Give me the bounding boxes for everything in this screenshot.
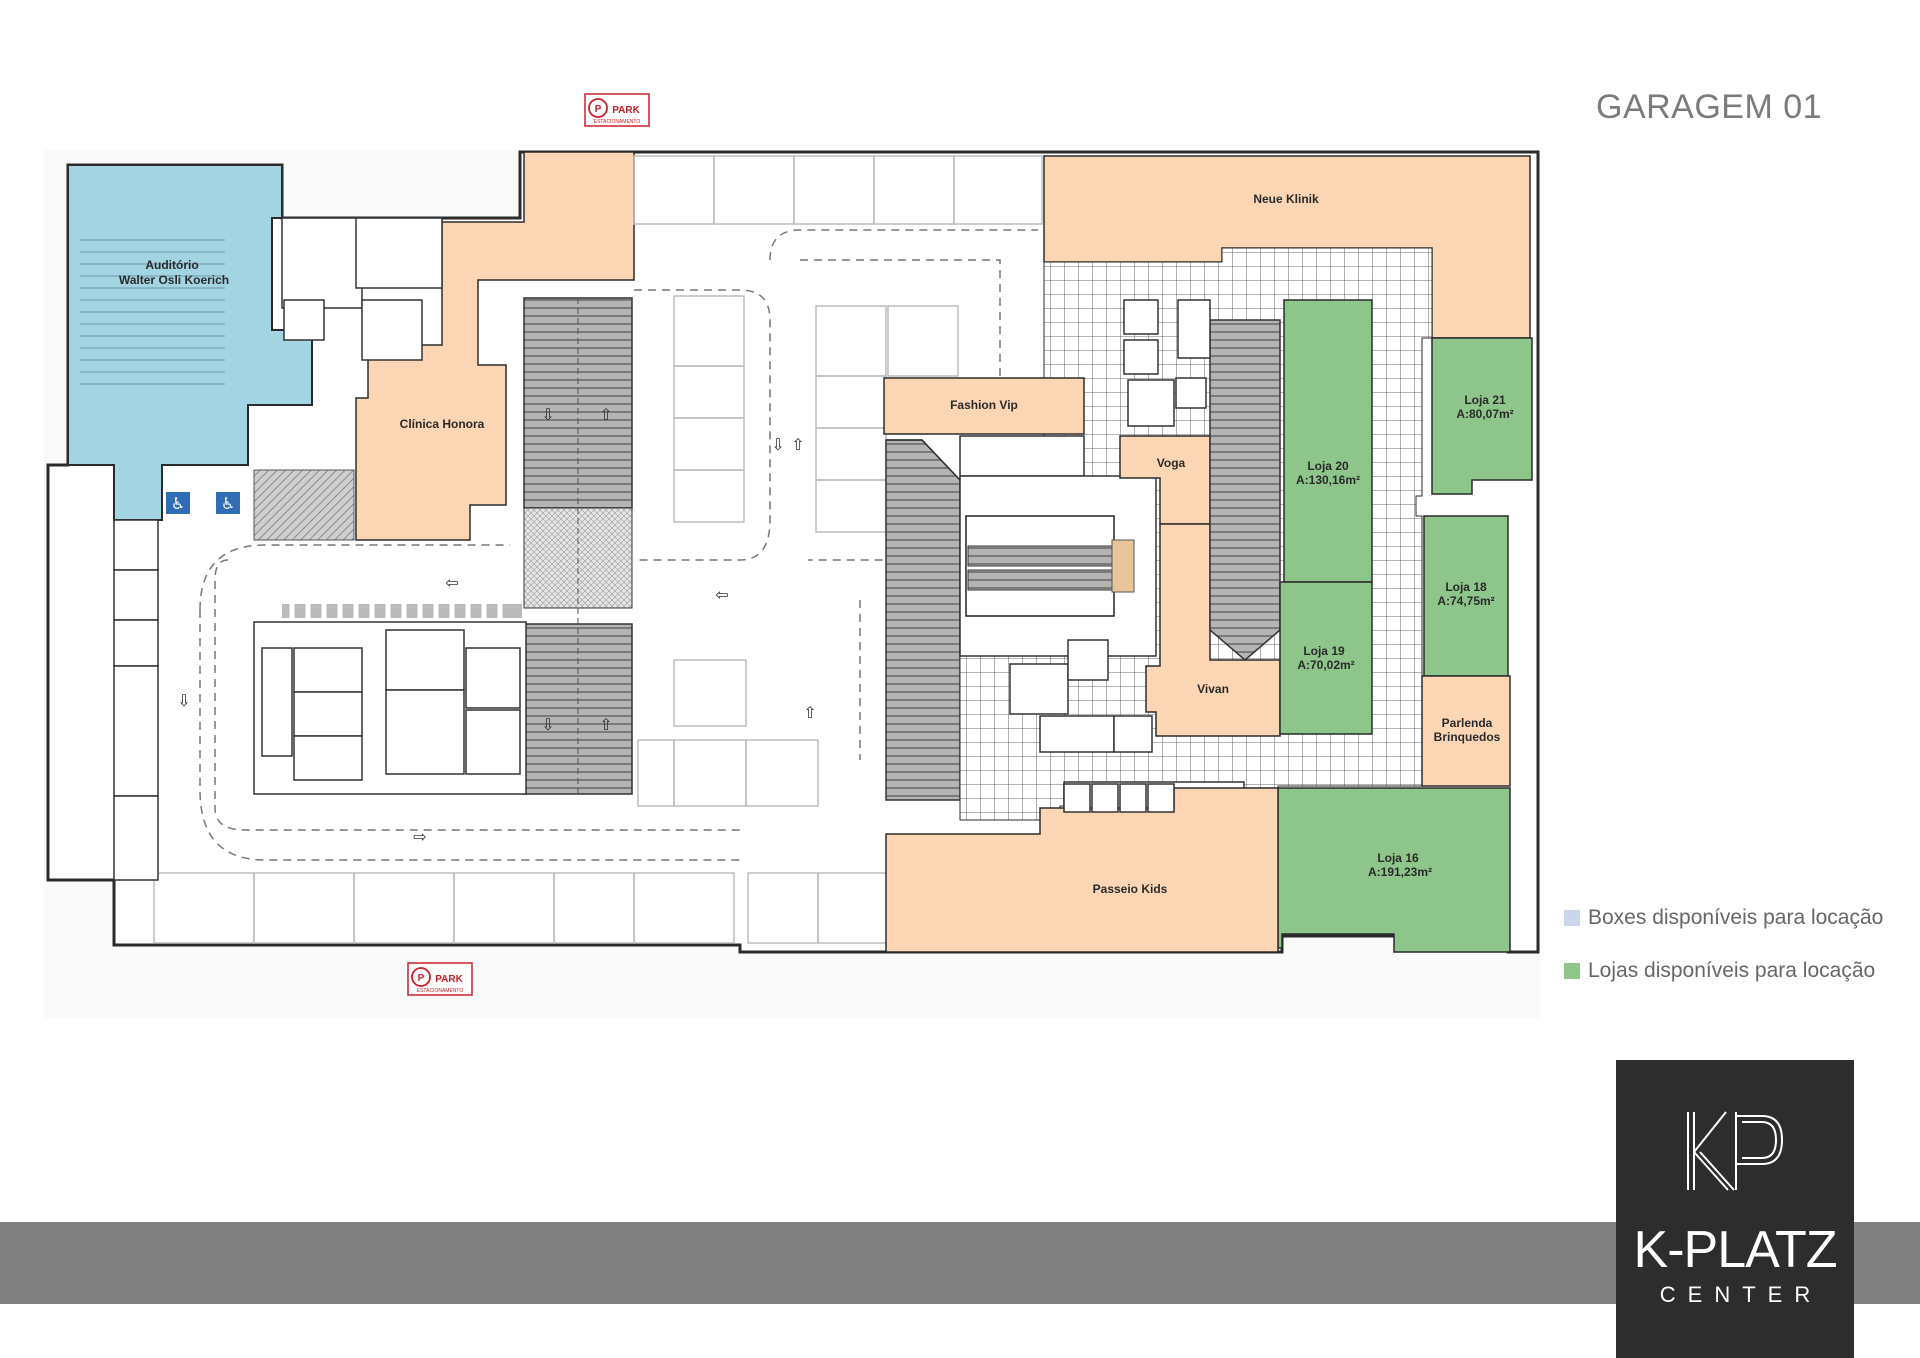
legend-boxes: Boxes disponíveis para locação (1564, 906, 1883, 930)
passeio-kids-label: Passeio Kids (1093, 882, 1168, 896)
loja-21-name: Loja 21 (1464, 393, 1506, 407)
svg-text:⇩: ⇩ (541, 405, 554, 424)
hatched-zone (253, 469, 355, 541)
loja-20-name: Loja 20 (1307, 459, 1349, 473)
ramp-left (523, 297, 633, 795)
parlenda-label-1: Parlenda (1442, 716, 1493, 730)
park-bottom-label: PARK (435, 974, 463, 985)
parlenda-area: Parlenda Brinquedos (1421, 675, 1511, 787)
loja-20: Loja 20 A:130,16m² (1283, 299, 1373, 583)
drive-aisles (199, 229, 1038, 861)
fashion-vip-area: Fashion Vip (883, 377, 1085, 435)
auditorium-area: Auditório Walter Osli Koerich (67, 164, 313, 521)
legend-boxes-swatch (1564, 910, 1580, 926)
loja-16-name: Loja 16 (1377, 851, 1419, 865)
park-bottom-sub: ESTACIONAMENTO (417, 988, 464, 994)
legend-boxes-label: Boxes disponíveis para locação (1588, 906, 1884, 929)
service-rooms (281, 217, 443, 361)
loja-16: Loja 16 A:191,23m² (1277, 787, 1511, 953)
auditorio-label-1: Auditório (145, 258, 198, 272)
escalator-core (959, 435, 1157, 657)
svg-text:⇩: ⇩ (177, 691, 190, 710)
svg-text:⇦: ⇦ (715, 585, 728, 604)
kplatz-logo: K-PLATZ CENTER (1616, 1060, 1854, 1358)
left-boxes (113, 519, 159, 881)
park-bottom-letter: P (418, 973, 425, 984)
svg-text:⇦: ⇦ (445, 573, 458, 592)
ramp-right (1209, 319, 1281, 661)
parking-bottom-row (153, 872, 889, 944)
page-title: GARAGEM 01 (1596, 88, 1823, 126)
loja-21: Loja 21 A:80,07m² (1431, 337, 1533, 495)
ramp-center (885, 439, 961, 801)
svg-text:⇩: ⇩ (541, 715, 554, 734)
park-top-letter: P (595, 104, 602, 115)
kp-monogram-icon (1687, 1111, 1784, 1191)
clinica-honora-label: Clínica Honora (400, 417, 485, 431)
loja-19-name: Loja 19 (1303, 644, 1345, 658)
loja-18-area: A:74,75m² (1437, 594, 1494, 608)
brand-name: K-PLATZ (1633, 1221, 1838, 1279)
brand-sub: CENTER (1659, 1282, 1823, 1307)
svg-text:⇧: ⇧ (803, 703, 816, 722)
loja-18-name: Loja 18 (1445, 580, 1487, 594)
legend-shops: Lojas disponíveis para locação (1564, 959, 1875, 983)
service-block-lower (253, 621, 527, 795)
loja-21-area: A:80,07m² (1456, 407, 1513, 421)
park-sign-top: P PARK ESTACIONAMENTO (584, 93, 650, 127)
svg-text:⇧: ⇧ (791, 435, 804, 454)
voga-label: Voga (1157, 456, 1186, 470)
neue-klinik-label: Neue Klinik (1253, 192, 1319, 206)
direction-arrows: ⇩ ⇧ ⇩ ⇧ ⇩ ⇧ ⇧ ⇩ ⇦ ⇨ ⇦ (177, 405, 816, 846)
loja-18: Loja 18 A:74,75m² (1423, 515, 1509, 677)
loja-20-area: A:130,16m² (1296, 473, 1360, 487)
legend-shops-label: Lojas disponíveis para locação (1588, 959, 1876, 982)
vivan-label: Vivan (1197, 682, 1229, 696)
svg-text:♿: ♿ (221, 494, 235, 513)
footer-bar (0, 1222, 1920, 1304)
park-top-sub: ESTACIONAMENTO (594, 119, 641, 125)
loja-19: Loja 19 A:70,02m² (1279, 581, 1373, 735)
clinica-honora-area: Clínica Honora (355, 151, 635, 541)
kiosk-boxes (1063, 783, 1175, 813)
park-top-label: PARK (612, 105, 640, 116)
svg-text:⇩: ⇩ (771, 435, 784, 454)
svg-text:♿: ♿ (171, 494, 185, 513)
svg-text:⇨: ⇨ (413, 827, 426, 846)
accessible-parking: ♿ ♿ (166, 492, 240, 514)
park-sign-bottom: P PARK ESTACIONAMENTO (407, 962, 473, 996)
parking-top-row (633, 155, 1043, 225)
svg-text:⇧: ⇧ (599, 405, 612, 424)
loja-16-area: A:191,23m² (1368, 865, 1432, 879)
svg-text:⇧: ⇧ (599, 715, 612, 734)
loja-19-area: A:70,02m² (1297, 658, 1354, 672)
fashion-vip-label: Fashion Vip (950, 398, 1018, 412)
legend-shops-swatch (1564, 963, 1580, 979)
auditorio-label-2: Walter Osli Koerich (119, 273, 229, 287)
parlenda-label-2: Brinquedos (1434, 730, 1501, 744)
